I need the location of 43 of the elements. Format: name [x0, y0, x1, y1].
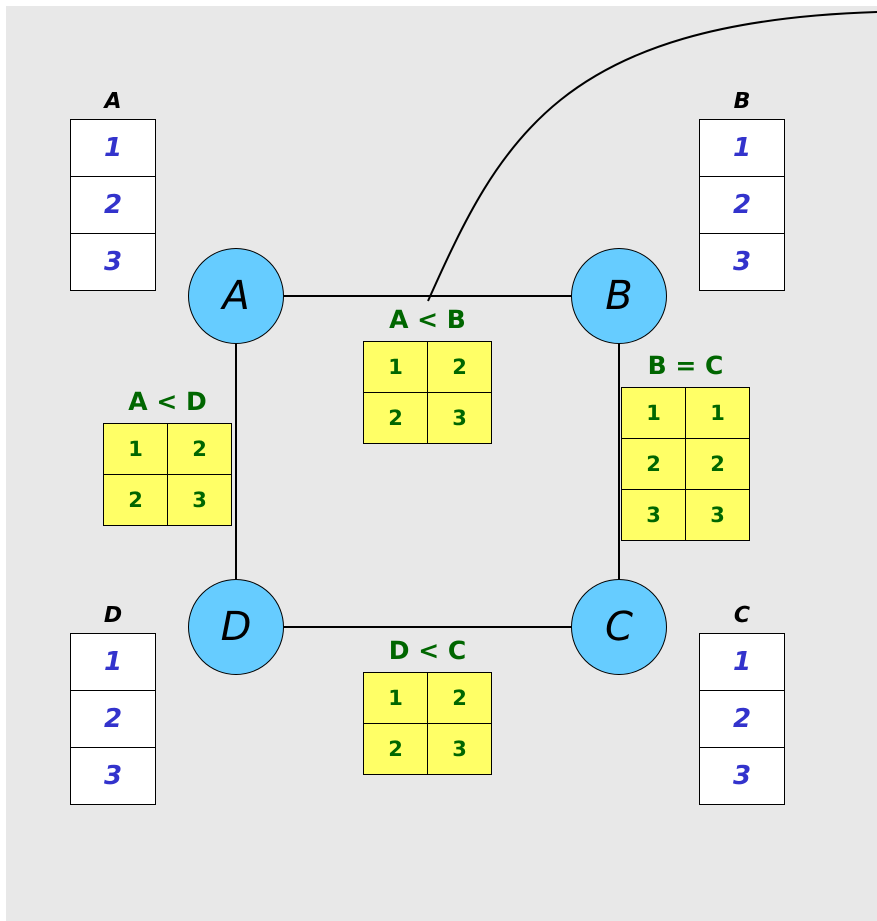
constraint-value: 1 [103, 423, 168, 475]
constraint-value: 1 [621, 387, 686, 439]
domain-value: 2 [699, 176, 785, 234]
leader-line [427, 11, 877, 302]
edge-line [618, 344, 620, 579]
domain-value: 3 [699, 747, 785, 805]
constraint-title: A < B [388, 305, 467, 334]
domain-value: 2 [699, 690, 785, 748]
domain-title: D [102, 603, 124, 628]
edge-line [284, 295, 571, 297]
domain-value: 2 [70, 690, 156, 748]
domain-title: C [732, 603, 752, 628]
domain-value: 1 [699, 633, 785, 691]
constraint-value: 2 [685, 438, 750, 490]
constraint-value: 2 [427, 341, 492, 393]
constraint-value: 3 [167, 474, 232, 526]
constraint-value: 3 [427, 723, 492, 775]
constraint-value: 2 [363, 723, 428, 775]
constraint-title: A < D [127, 387, 208, 416]
domain-value: 1 [699, 119, 785, 177]
domain-title: A [102, 89, 123, 114]
edge-line [284, 626, 571, 628]
domain-value: 1 [70, 633, 156, 691]
constraint-title: B = C [646, 351, 724, 380]
constraint-value: 2 [427, 672, 492, 724]
constraint-value: 2 [167, 423, 232, 475]
constraint-value: 1 [685, 387, 750, 439]
domain-value: 3 [699, 233, 785, 291]
constraint-value: 3 [685, 489, 750, 541]
constraint-title: D < C [388, 636, 468, 665]
domain-value: 3 [70, 747, 156, 805]
constraint-value: 3 [621, 489, 686, 541]
domain-value: 2 [70, 176, 156, 234]
constraint-value: 2 [363, 392, 428, 444]
domain-title: B [732, 89, 752, 114]
constraint-value: 3 [427, 392, 492, 444]
constraint-value: 2 [621, 438, 686, 490]
constraint-value: 1 [363, 672, 428, 724]
domain-value: 1 [70, 119, 156, 177]
domain-value: 3 [70, 233, 156, 291]
constraint-value: 2 [103, 474, 168, 526]
edge-line [235, 344, 237, 579]
constraint-value: 1 [363, 341, 428, 393]
